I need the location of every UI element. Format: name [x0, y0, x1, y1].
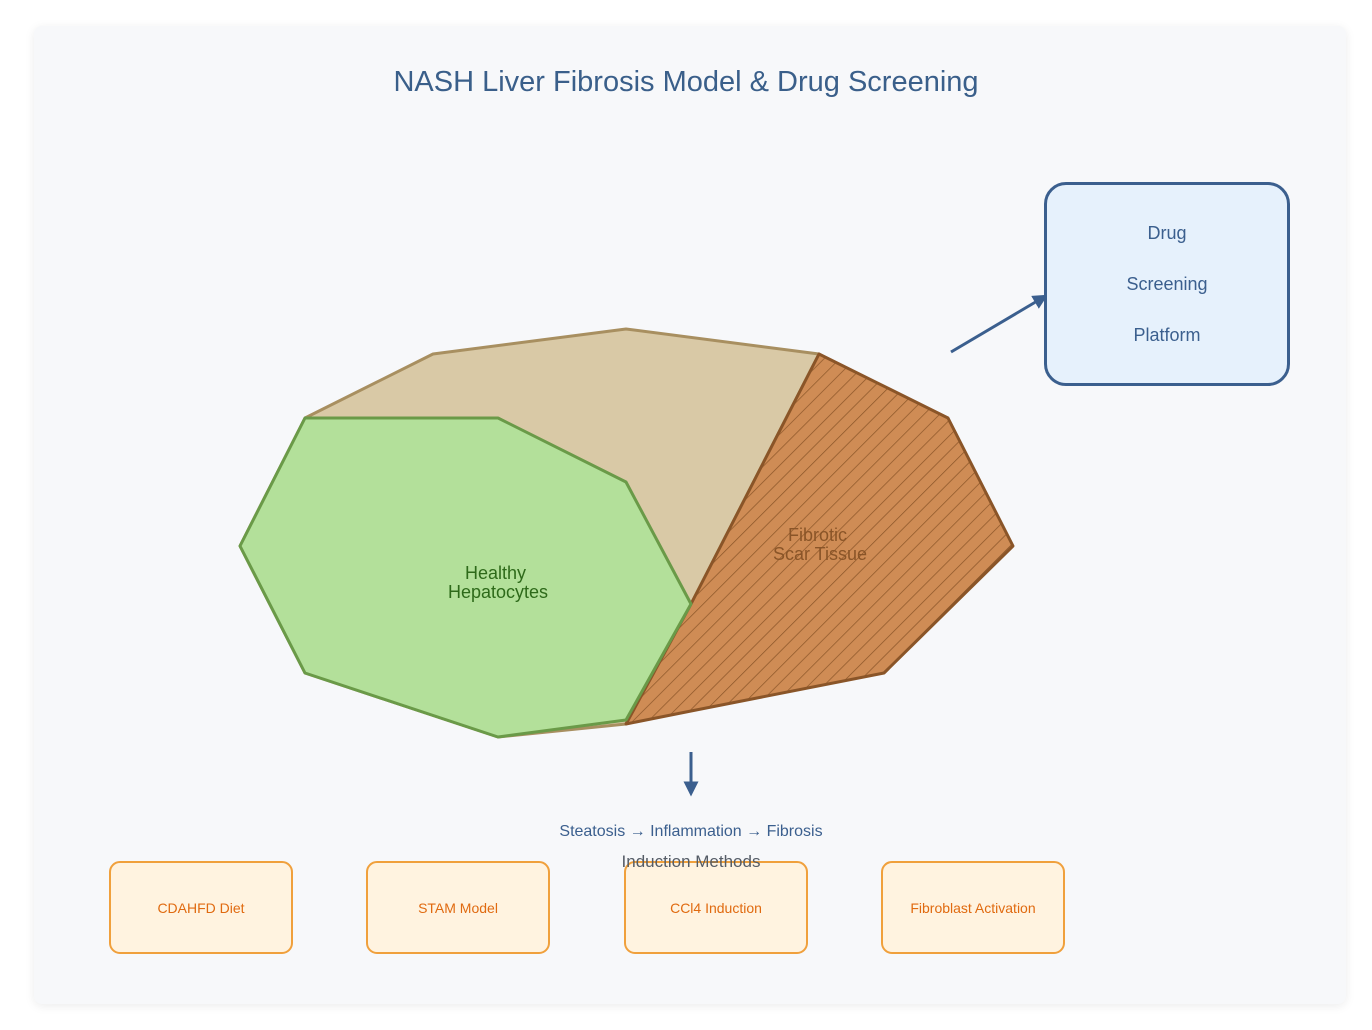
disease-pathway-text: Steatosis → Inflammation → Fibrosis: [559, 823, 823, 840]
drug-screening-line-3: Platform: [1133, 324, 1201, 345]
method-ccl4-induction: CCl4 Induction: [624, 861, 808, 954]
fibrotic-label: Fibrotic Scar Tissue: [773, 525, 867, 564]
drug-screening-arrow: [950, 294, 1048, 354]
drug-screening-line-2: Screening: [1126, 273, 1208, 294]
method-cdahfd-diet: CDAHFD Diet: [109, 861, 293, 954]
page-title: NASH Liver Fibrosis Model & Drug Screeni…: [393, 66, 979, 98]
drug-screening-platform-box: Drug Screening Platform: [1044, 182, 1290, 386]
drug-screening-line-1: Drug: [1147, 222, 1187, 243]
method-fibroblast-activation: Fibroblast Activation: [881, 861, 1065, 954]
induction-methods-heading: Induction Methods: [621, 852, 761, 871]
method-stam-model: STAM Model: [366, 861, 550, 954]
healthy-hepatocytes-region: [238, 416, 693, 739]
healthy-label: Healthy Hepatocytes: [448, 563, 548, 602]
